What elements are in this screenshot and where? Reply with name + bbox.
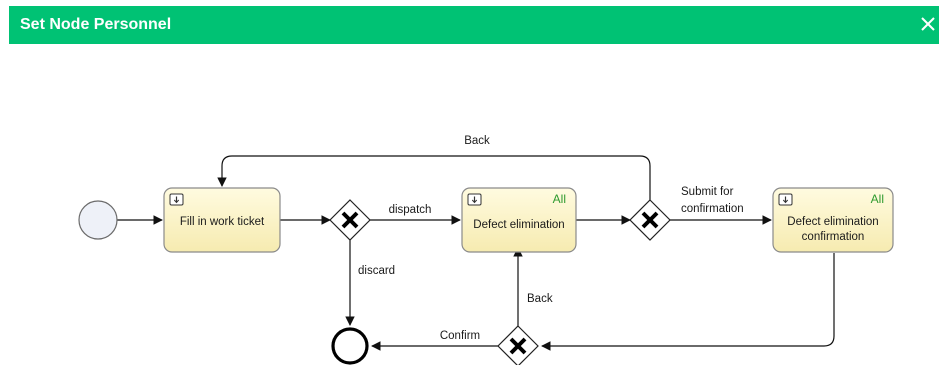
flow-confirmation-to-gateway3[interactable] [541, 253, 835, 351]
task-assignee: All [553, 192, 566, 206]
flow-label-back-top: Back [464, 135, 490, 147]
flow-back-top[interactable] [217, 155, 651, 200]
dialog-title-bar: Set Node Personnel [9, 6, 939, 44]
task-defect-elimination[interactable]: All Defect elimination [461, 187, 577, 253]
user-task-icon [778, 193, 793, 206]
exclusive-gateway-x-icon [341, 211, 359, 229]
exclusive-gateway-review[interactable] [629, 199, 671, 241]
end-event[interactable] [331, 327, 369, 365]
close-button[interactable] [917, 10, 939, 38]
user-task-icon [467, 193, 482, 206]
flow-label-discard: discard [358, 265, 395, 277]
task-fill-in-work-ticket[interactable]: Fill in work ticket [163, 187, 281, 253]
task-label: Defect elimination [473, 219, 564, 231]
dialog-title: Set Node Personnel [20, 16, 172, 33]
user-task-icon [169, 193, 184, 206]
start-event[interactable] [78, 200, 118, 240]
exclusive-gateway-x-icon [641, 211, 659, 229]
task-label: Fill in work ticket [180, 216, 265, 228]
task-label-line2: confirmation [802, 231, 865, 243]
close-icon [921, 17, 935, 31]
task-label-line1: Defect elimination [787, 216, 878, 228]
flow-label-submit-line2: confirmation [681, 203, 744, 215]
flow-label-back-bottom: Back [527, 293, 553, 305]
exclusive-gateway-confirm[interactable] [497, 325, 539, 365]
flow-label-submit-line1: Submit for [681, 186, 734, 198]
exclusive-gateway-dispatch[interactable] [329, 199, 371, 241]
flow-label-dispatch: dispatch [389, 204, 432, 216]
exclusive-gateway-x-icon [509, 337, 527, 355]
task-assignee: All [871, 192, 884, 206]
task-defect-elimination-confirmation[interactable]: All Defect elimination confirmation [772, 187, 894, 253]
flow-label-confirm: Confirm [440, 330, 480, 342]
